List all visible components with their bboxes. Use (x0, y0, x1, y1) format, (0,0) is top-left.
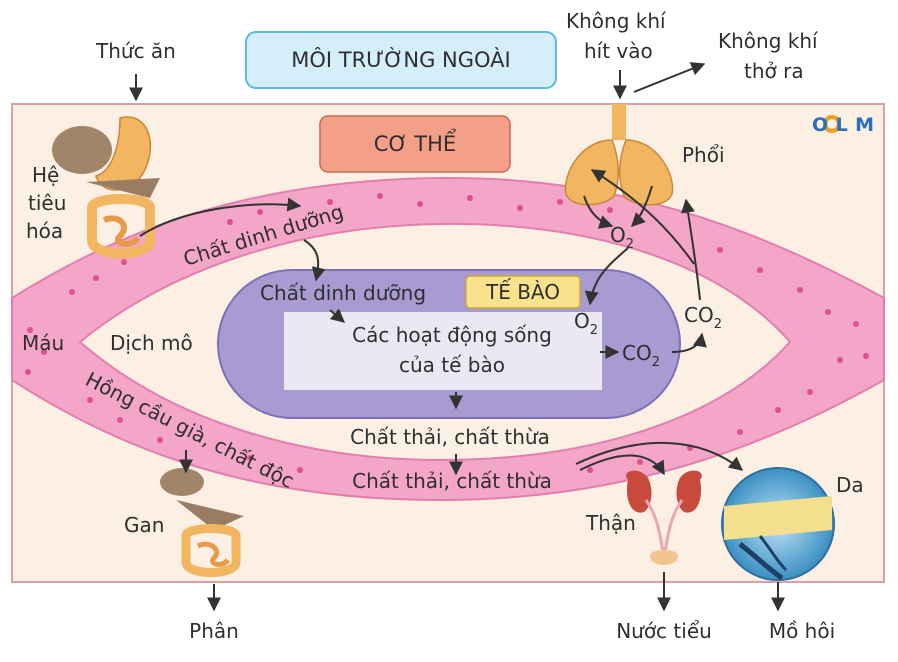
arrow-lungs-to-o2-right (631, 185, 653, 227)
arrow-waste-to-skin (575, 442, 744, 471)
exhaled-air-label-1: Không khí (718, 29, 819, 53)
co2-right-label: CO2 (684, 303, 722, 332)
tissue-fluid-label: Dịch mô (110, 331, 193, 355)
digestive-label-2: tiêu (28, 191, 66, 215)
arrow-co2-to-blood (671, 332, 707, 353)
brand-text: OLM (812, 114, 874, 136)
body-title: CƠ THỂ (374, 129, 457, 156)
arrow-co2-up (681, 198, 701, 301)
liver-label: Gan (124, 513, 164, 537)
arrow-nutrients-to-cell (303, 239, 326, 282)
body-title-box (319, 115, 511, 173)
o2-top-label: O2 (610, 223, 634, 252)
arrow-nutrients-to-activity (329, 308, 346, 323)
kidney-label: Thận (585, 511, 636, 535)
blood-cells (25, 193, 869, 473)
digestive-system-icon (52, 116, 160, 259)
cell-title-box (465, 275, 581, 309)
environment-title: MÔI TRƯỜNG NGOÀI (291, 47, 511, 72)
arrow-exhale (633, 62, 706, 93)
environment-title-box (245, 31, 557, 89)
exhaled-air-label-2: thở ra (744, 59, 804, 83)
inhaled-air-label-2: hít vào (584, 39, 653, 63)
waste-blood-label: Chất thải, chất thừa (352, 469, 552, 493)
arrows (129, 62, 785, 612)
digestive-label-1: Hệ (32, 163, 59, 187)
sweat-label: Mồ hôi (769, 619, 835, 643)
arrow-waste-to-kidney (579, 454, 665, 476)
digestive-label-3: hóa (26, 219, 63, 243)
feces-label: Phân (189, 619, 239, 643)
arrow-digestive-to-blood (139, 197, 302, 237)
liver-intestine-icon (160, 468, 244, 577)
nutrients-cell-label: Chất dinh dưỡng (260, 281, 426, 305)
skin-label: Da (836, 473, 864, 497)
arrow-lungs-to-o2-left (583, 195, 614, 229)
olm-logo: OLM (812, 114, 874, 136)
life-activities-label-2: của tế bào (399, 353, 505, 377)
inhaled-air-label-1: Không khí (566, 9, 667, 33)
urine-label: Nước tiểu (616, 619, 712, 643)
co2-cell-label: CO2 (622, 341, 660, 370)
lungs-label: Phổi (682, 143, 725, 167)
waste-tissue-label: Chất thải, chất thừa (350, 425, 550, 449)
arrow-co2-to-lungs (590, 169, 695, 265)
cell-title: TẾ BÀO (485, 279, 560, 304)
food-label: Thức ăn (95, 39, 176, 63)
life-activities-label-1: Các hoạt động sống (352, 323, 552, 347)
blood-label: Máu (22, 331, 64, 355)
o2-cell-label: O2 (574, 309, 598, 338)
kidney-icon (626, 470, 702, 565)
skin-section-icon (721, 467, 835, 581)
arrow-o2-to-cell (584, 247, 629, 306)
cell-activity-area (284, 312, 602, 390)
